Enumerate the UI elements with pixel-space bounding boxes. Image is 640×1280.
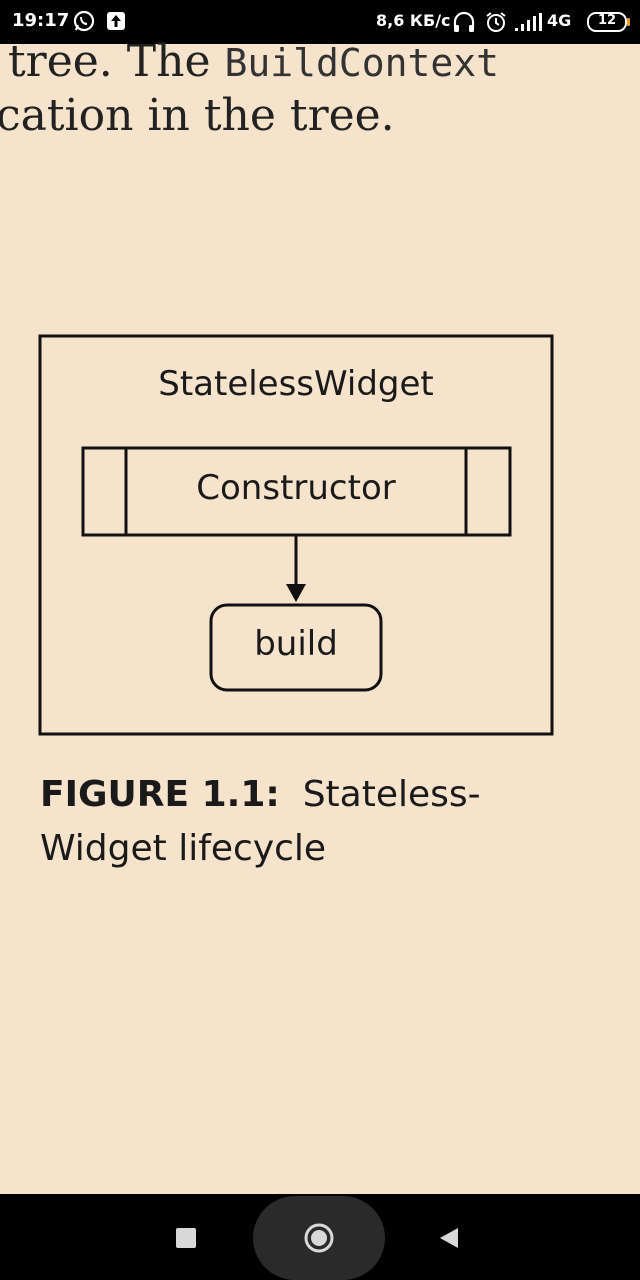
build-box — [209, 603, 383, 692]
battery-level: 12 — [597, 13, 617, 28]
home-icon[interactable] — [303, 1222, 335, 1254]
upload-icon — [107, 12, 125, 30]
book-text: tree. The — [8, 36, 225, 87]
status-bar: 19:17 8,6 КБ/с 4G 12 — [0, 0, 640, 44]
alarm-icon — [486, 12, 506, 32]
caption-label: FIGURE 1.1: — [40, 774, 280, 815]
headset-icon — [453, 11, 475, 32]
recent-apps-icon[interactable] — [176, 1228, 196, 1248]
status-time: 19:17 — [12, 10, 70, 31]
whatsapp-icon — [73, 10, 95, 32]
code-buildcontext: BuildContext — [224, 41, 500, 85]
book-text-line-2: cation in the tree. — [0, 90, 395, 141]
network-type: 4G — [547, 11, 572, 30]
book-text-line-1: tree. The BuildContext — [8, 36, 499, 87]
stateless-widget-box — [38, 334, 554, 736]
caption-text-line-1: Stateless- — [302, 774, 481, 815]
back-icon[interactable] — [438, 1226, 460, 1250]
constructor-label: Constructor — [196, 468, 396, 508]
battery-icon — [587, 12, 630, 32]
diagram-title: StatelessWidget — [158, 364, 434, 404]
figure-caption: FIGURE 1.1: Stateless- Widget lifecycle — [40, 768, 560, 876]
network-speed: 8,6 КБ/с — [376, 11, 451, 30]
flow-arrow-head — [286, 584, 306, 602]
caption-text-line-2: Widget lifecycle — [40, 828, 327, 869]
signal-icon — [515, 13, 542, 31]
build-label: build — [254, 624, 338, 664]
